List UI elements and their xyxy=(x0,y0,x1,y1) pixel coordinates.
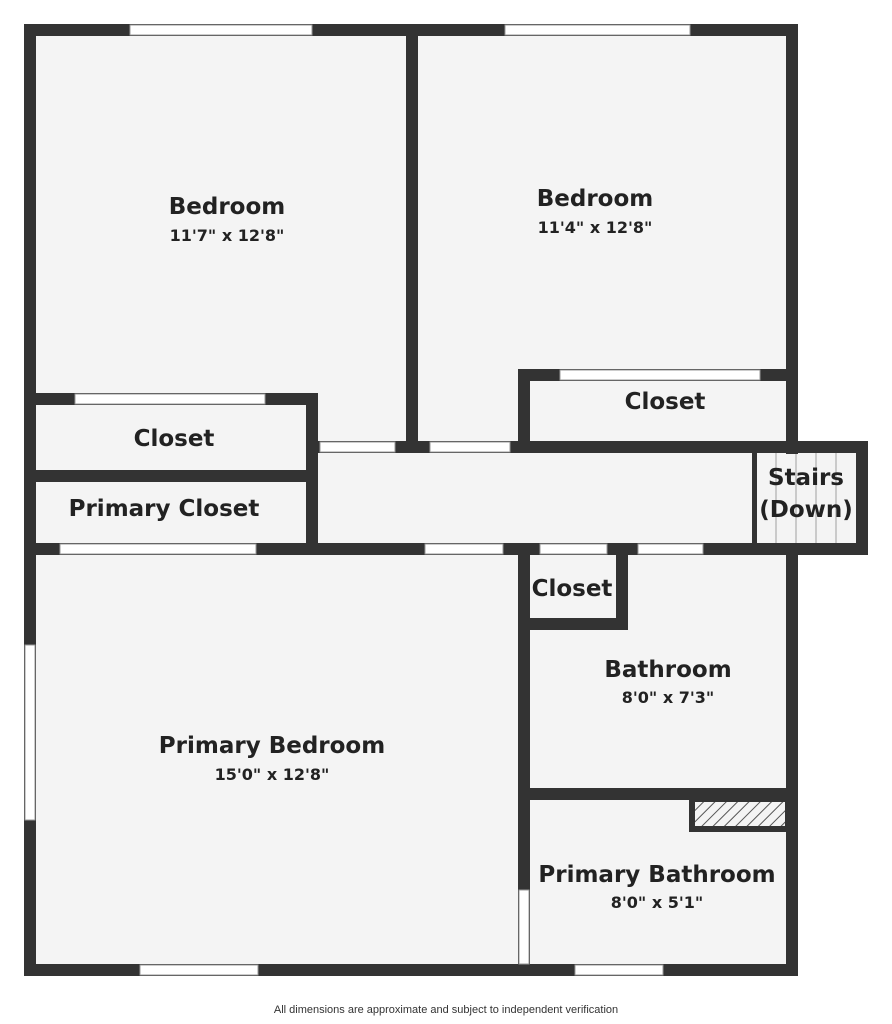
room-closet-right: Closet xyxy=(625,389,706,415)
room-name: Bedroom xyxy=(169,194,286,220)
room-bedroom-left: Bedroom 11'7" x 12'8" xyxy=(169,194,286,245)
room-dimensions: 11'7" x 12'8" xyxy=(170,226,285,245)
room-name: Closet xyxy=(625,389,706,415)
room-dimensions: 8'0" x 5'1" xyxy=(611,893,703,912)
room-name: Bathroom xyxy=(604,657,731,683)
room-dimensions: 15'0" x 12'8" xyxy=(215,765,330,784)
room-bedroom-right: Bedroom 11'4" x 12'8" xyxy=(537,186,654,237)
room-name: Primary Bedroom xyxy=(159,733,385,759)
room-primary-bedroom: Primary Bedroom 15'0" x 12'8" xyxy=(159,733,385,784)
stairs-label: Stairs xyxy=(768,465,844,491)
room-dimensions: 8'0" x 7'3" xyxy=(622,688,714,707)
room-name: Closet xyxy=(134,426,215,452)
stairs-treads xyxy=(775,452,837,546)
room-name: Bedroom xyxy=(537,186,654,212)
room-dimensions: 11'4" x 12'8" xyxy=(538,218,653,237)
room-name: Primary Bathroom xyxy=(538,862,775,888)
openings xyxy=(24,24,761,976)
room-primary-bathroom: Primary Bathroom 8'0" x 5'1" xyxy=(538,862,775,912)
disclaimer-text: All dimensions are approximate and subje… xyxy=(273,1004,619,1016)
room-name: Closet xyxy=(532,576,613,602)
room-name: Primary Closet xyxy=(69,496,260,522)
stairs-direction: (Down) xyxy=(759,497,853,523)
room-stairs: Stairs (Down) xyxy=(759,465,853,523)
room-primary-closet: Primary Closet xyxy=(69,496,260,522)
room-closet-hall: Closet xyxy=(532,576,613,602)
floor-plan: Bedroom 11'7" x 12'8" Bedroom 11'4" x 12… xyxy=(24,24,868,976)
room-closet-left: Closet xyxy=(134,426,215,452)
room-bathroom: Bathroom 8'0" x 7'3" xyxy=(604,657,731,707)
hatched-fixture xyxy=(689,796,791,832)
